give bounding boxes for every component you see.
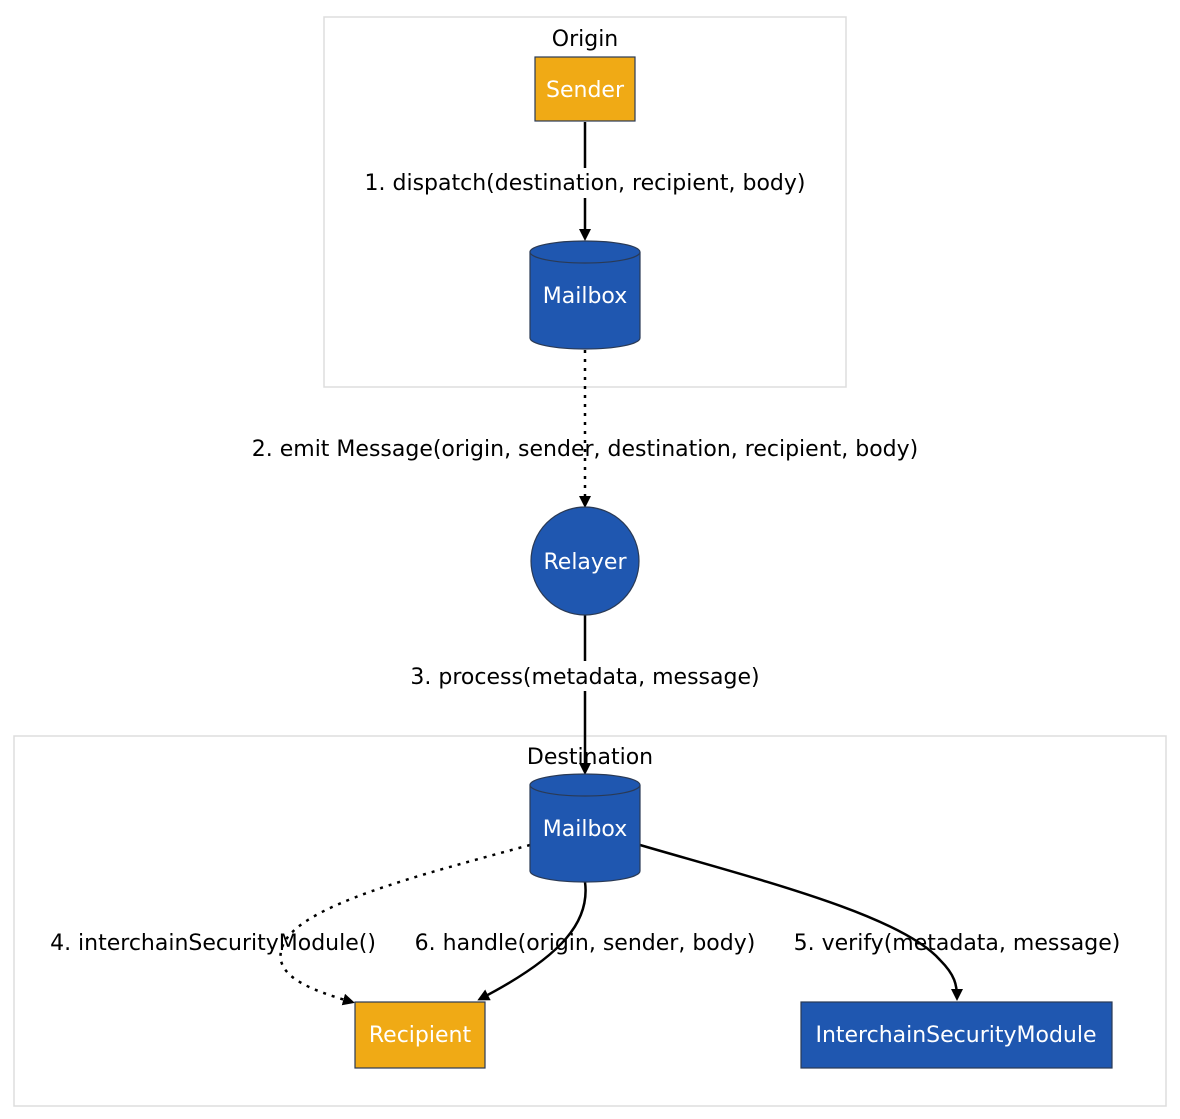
svg-text:Recipient: Recipient xyxy=(369,1023,472,1048)
ism-node: InterchainSecurityModule xyxy=(800,1001,1113,1069)
svg-text:Sender: Sender xyxy=(546,78,625,103)
edge-label-handle: 6. handle(origin, sender, body) xyxy=(415,931,756,956)
edge-ism-query xyxy=(279,843,531,1006)
edge-label-process: 3. process(metadata, message) xyxy=(408,661,762,691)
sender-node: Sender xyxy=(534,56,636,122)
origin-cluster-title: Origin xyxy=(552,27,619,52)
svg-text:Mailbox: Mailbox xyxy=(543,817,627,842)
edge-handle xyxy=(477,881,587,1001)
edge-label-verify: 5. verify(metadata, message) xyxy=(794,931,1121,956)
destination-mailbox-node: Mailbox xyxy=(529,773,641,883)
origin-mailbox-node: Mailbox xyxy=(529,240,641,350)
relayer-node: Relayer xyxy=(530,506,640,616)
svg-text:2. emit Message(origin, sender: 2. emit Message(origin, sender, destinat… xyxy=(252,437,919,462)
svg-text:Relayer: Relayer xyxy=(543,550,627,575)
edge-label-emit: 2. emit Message(origin, sender, destinat… xyxy=(252,437,919,462)
svg-text:Mailbox: Mailbox xyxy=(543,284,627,309)
svg-text:1. dispatch(destination, recip: 1. dispatch(destination, recipient, body… xyxy=(365,171,806,196)
recipient-node: Recipient xyxy=(354,1001,486,1069)
svg-text:3. process(metadata, message): 3. process(metadata, message) xyxy=(410,665,759,690)
svg-text:4. interchainSecurityModule(): 4. interchainSecurityModule() xyxy=(50,931,376,956)
edge-verify xyxy=(639,843,963,1001)
svg-text:5. verify(metadata, message): 5. verify(metadata, message) xyxy=(794,931,1121,956)
edge-label-dispatch: 1. dispatch(destination, recipient, body… xyxy=(355,168,815,198)
svg-text:InterchainSecurityModule: InterchainSecurityModule xyxy=(815,1023,1096,1048)
destination-cluster-title: Destination xyxy=(527,745,653,770)
edge-label-ism-query: 4. interchainSecurityModule() xyxy=(50,931,376,956)
svg-text:6. handle(origin, sender, body: 6. handle(origin, sender, body) xyxy=(415,931,756,956)
